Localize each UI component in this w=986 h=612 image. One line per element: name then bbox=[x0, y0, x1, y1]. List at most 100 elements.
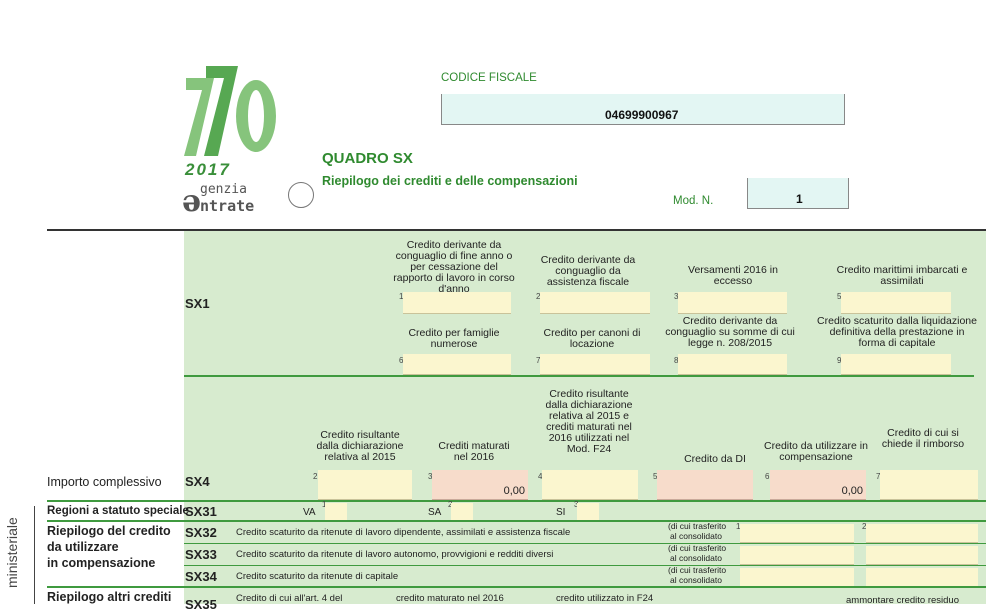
sx4-num-5: 5 bbox=[653, 472, 658, 481]
sx31-va-label: VA bbox=[303, 507, 316, 518]
quadro-title: QUADRO SX bbox=[322, 150, 413, 167]
sx4-num-6: 6 bbox=[765, 472, 770, 481]
sx1-num-2: 2 bbox=[536, 292, 541, 301]
sx34-trasferito-2: al consolidato bbox=[670, 575, 722, 585]
sx1-label-9: Credito scaturito dalla liquidazione def… bbox=[817, 315, 977, 349]
sx4-value-6: 0,00 bbox=[841, 485, 863, 497]
sx4-label-6: Credito da utilizzare in compensazione bbox=[764, 440, 868, 463]
sx32-num-1: 1 bbox=[736, 522, 741, 531]
sx32-trasferito-2: al consolidato bbox=[670, 531, 722, 541]
mod-field[interactable]: 1 bbox=[747, 178, 849, 209]
sx33-field-2[interactable] bbox=[866, 546, 978, 565]
sx1-field-6[interactable] bbox=[403, 354, 511, 375]
sx33-field-1[interactable] bbox=[740, 546, 854, 565]
sx32-desc: Credito scaturito da ritenute di lavoro … bbox=[236, 527, 571, 538]
mod-label: Mod. N. bbox=[673, 195, 714, 207]
sx1-num-6: 6 bbox=[399, 356, 404, 365]
sx33-desc: Credito scaturito da ritenute di lavoro … bbox=[236, 549, 554, 560]
sx1-label-6: Credito per famiglie numerose bbox=[408, 327, 500, 350]
sx4-field-7[interactable] bbox=[880, 470, 978, 500]
logo-770-icon bbox=[184, 66, 276, 156]
sx31-si-field[interactable] bbox=[577, 503, 599, 521]
sx1-label-7: Credito per canoni di locazione bbox=[543, 327, 641, 350]
agency-logo: ə genzia ntrate bbox=[182, 180, 322, 219]
mod-value: 1 bbox=[796, 192, 803, 206]
sx31-num-1: 1 bbox=[322, 500, 326, 509]
sx34-field-1[interactable] bbox=[740, 568, 854, 587]
sx31-bottom-line bbox=[47, 520, 986, 522]
sx1-label-5: Credito marittimi imbarcati e assimilati bbox=[836, 264, 968, 287]
sx33-trasferito-1: (di cui trasferito bbox=[668, 543, 727, 553]
sx33-code: SX33 bbox=[185, 547, 217, 562]
sx4-field-6[interactable]: 0,00 bbox=[770, 470, 866, 500]
sx4-num-2: 2 bbox=[313, 472, 318, 481]
sx4-field-2[interactable] bbox=[318, 470, 412, 500]
sx32-field-2[interactable] bbox=[866, 524, 978, 543]
logo-year: 2017 bbox=[185, 160, 231, 179]
sx1-code: SX1 bbox=[185, 296, 210, 311]
sx4-label-5: Credito da DI bbox=[684, 453, 746, 465]
sx34-trasferito-1: (di cui trasferito bbox=[668, 565, 727, 575]
sx4-label-7: Credito di cui si chiede il rimborso bbox=[881, 427, 965, 450]
sx32-field-1[interactable] bbox=[740, 524, 854, 543]
sx4-code: SX4 bbox=[185, 474, 210, 489]
agency-line1: genzia bbox=[200, 182, 247, 197]
sx4-field-3[interactable]: 0,00 bbox=[432, 470, 528, 500]
sx31-code: SX31 bbox=[185, 504, 217, 519]
sx4-field-4[interactable] bbox=[542, 470, 638, 500]
codice-fiscale-value: 04699900967 bbox=[605, 108, 679, 122]
sx34-desc: Credito scaturito da ritenute di capital… bbox=[236, 571, 399, 582]
sx4-label-2: Credito risultante dalla dichiarazione r… bbox=[316, 429, 404, 463]
agency-e-icon: ə bbox=[182, 184, 202, 219]
sx1-field-3[interactable] bbox=[678, 292, 787, 314]
sx1-label-8: Credito derivante da conguaglio su somme… bbox=[665, 315, 795, 349]
sx4-label-3: Crediti maturati nel 2016 bbox=[438, 440, 510, 463]
sx33-bottom-line bbox=[184, 565, 986, 566]
sx31-si-label: SI bbox=[556, 507, 566, 518]
altri-col-3: credito utilizzato in F24 bbox=[556, 593, 654, 604]
sx1-num-7: 7 bbox=[536, 356, 541, 365]
sx35-code: SX35 bbox=[185, 597, 217, 612]
sx1-label-3: Versamenti 2016 in eccesso bbox=[688, 264, 778, 287]
sx1-field-7[interactable] bbox=[540, 354, 650, 375]
sx4-field-5[interactable] bbox=[657, 470, 753, 500]
sx4-row-label: Importo complessivo bbox=[47, 475, 162, 489]
sx32-num-2: 2 bbox=[862, 522, 867, 531]
sx1-num-3: 3 bbox=[674, 292, 679, 301]
codice-fiscale-field[interactable]: 04699900967 bbox=[441, 94, 845, 125]
sx1-field-8[interactable] bbox=[678, 354, 787, 375]
logo-770 bbox=[184, 60, 284, 160]
sx1-field-5[interactable] bbox=[841, 292, 951, 314]
altri-col-4: ammontare credito residuo bbox=[846, 595, 959, 606]
sx4-bottom-line bbox=[47, 500, 986, 502]
compensazione-label-3: in compensazione bbox=[47, 556, 156, 570]
sx31-row-label: Regioni a statuto speciale bbox=[47, 505, 189, 517]
sx1-label-2: Credito derivante da conguaglio da assis… bbox=[540, 254, 636, 288]
sx1-num-1: 1 bbox=[399, 292, 404, 301]
sx1-num-9: 9 bbox=[837, 356, 842, 365]
sx1-bottom-line bbox=[184, 375, 974, 377]
altri-col-1: Credito di cui all'art. 4 del bbox=[236, 593, 343, 604]
side-vertical-rule bbox=[34, 506, 35, 604]
sx31-sa-field[interactable] bbox=[451, 503, 473, 521]
sx32-trasferito-1: (di cui trasferito bbox=[668, 521, 727, 531]
sx1-field-1[interactable] bbox=[403, 292, 511, 314]
sx1-num-5: 5 bbox=[837, 292, 842, 301]
sx4-value-3: 0,00 bbox=[503, 485, 525, 497]
sx4-num-3: 3 bbox=[428, 472, 433, 481]
sx1-field-2[interactable] bbox=[540, 292, 650, 314]
sx34-code: SX34 bbox=[185, 569, 217, 584]
sx34-field-2[interactable] bbox=[866, 568, 978, 587]
sx4-num-7: 7 bbox=[876, 472, 881, 481]
altri-col-2: credito maturato nel 2016 bbox=[396, 593, 504, 604]
sx1-label-1: Credito derivante da conguaglio di fine … bbox=[393, 239, 515, 295]
agency-line2: ntrate bbox=[200, 197, 255, 215]
compensazione-label-2: da utilizzare bbox=[47, 540, 119, 554]
quadro-subtitle: Riepilogo dei crediti e delle compensazi… bbox=[322, 174, 578, 188]
sx1-num-8: 8 bbox=[674, 356, 679, 365]
top-separator bbox=[47, 229, 986, 231]
sx31-va-field[interactable] bbox=[325, 503, 347, 521]
sx32-bottom-line bbox=[184, 543, 986, 544]
sx1-field-9[interactable] bbox=[841, 354, 951, 375]
side-vertical-text: ministeriale bbox=[4, 517, 20, 588]
